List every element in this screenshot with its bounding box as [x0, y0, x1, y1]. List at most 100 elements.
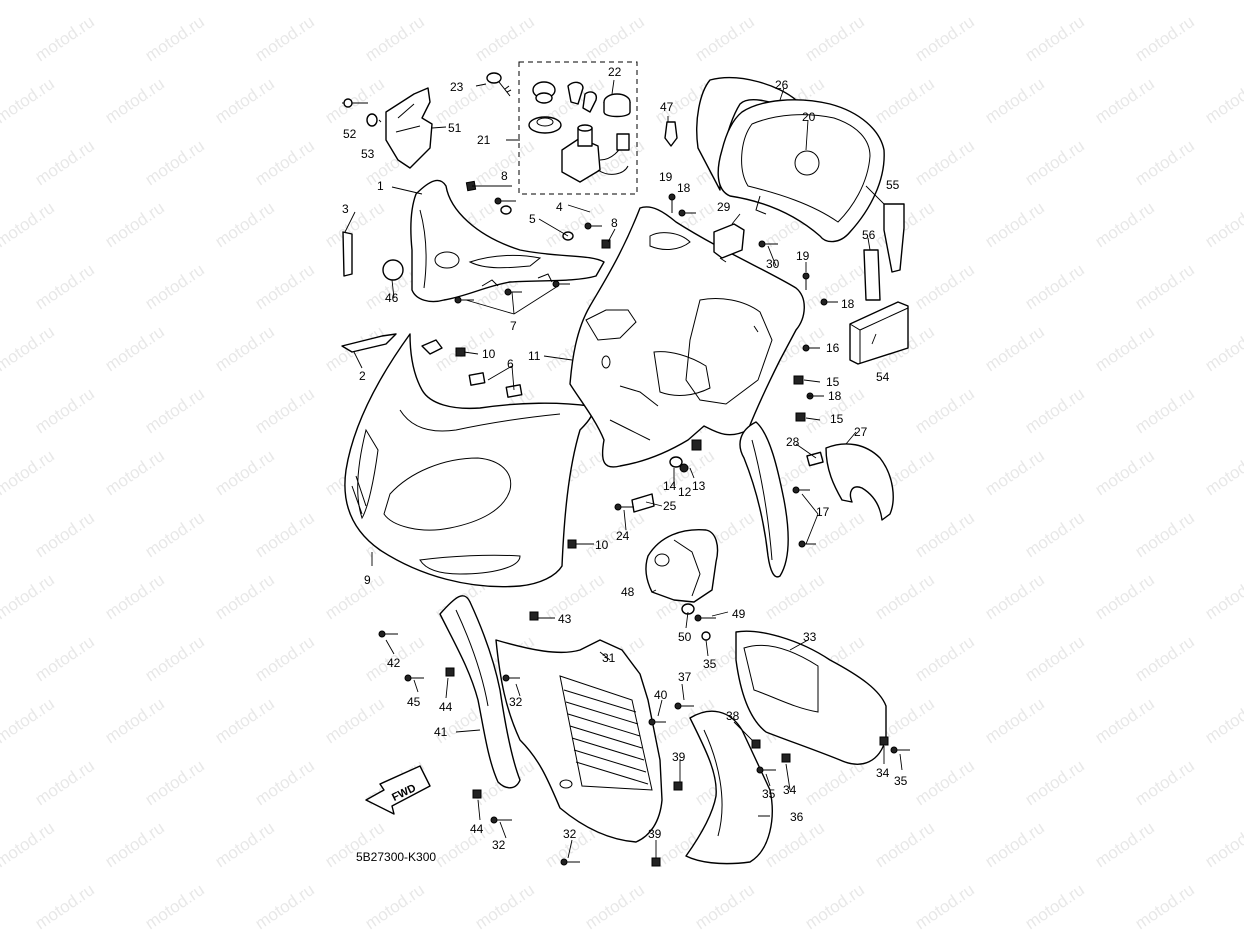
watermark-text: motod.ru: [1022, 260, 1088, 313]
radiator-cover-31: [495, 639, 663, 843]
label-18b: 18: [841, 297, 855, 311]
watermark-text: motod.ru: [142, 384, 208, 437]
box-lid-26: [696, 76, 885, 243]
watermark-text: motod.ru: [0, 694, 58, 747]
watermark-text: motod.ru: [212, 446, 278, 499]
watermark-text: motod.ru: [1022, 632, 1088, 685]
watermark-text: motod.ru: [142, 756, 208, 809]
watermark-text: motod.ru: [982, 0, 1048, 3]
watermark-text: motod.ru: [322, 74, 388, 127]
watermark-text: motod.ru: [252, 384, 318, 437]
watermark-text: motod.ru: [32, 12, 98, 65]
watermark-text: motod.ru: [982, 694, 1048, 747]
watermark-text: motod.ru: [542, 198, 608, 251]
label-54: 54: [876, 370, 890, 384]
label-50: 50: [678, 630, 692, 644]
watermark-text: motod.ru: [102, 446, 168, 499]
watermark-text: motod.ru: [1022, 384, 1088, 437]
label-21: 21: [477, 133, 491, 147]
watermark-text: motod.ru: [912, 632, 978, 685]
watermark-text: motod.ru: [212, 74, 278, 127]
watermark-text: motod.ru: [872, 74, 938, 127]
label-15a: 15: [826, 375, 840, 389]
watermark-text: motod.ru: [1092, 0, 1158, 3]
watermark-text: motod.ru: [1092, 322, 1158, 375]
watermark-text: motod.ru: [32, 756, 98, 809]
watermark-text: motod.ru: [252, 260, 318, 313]
watermark-text: motod.ru: [252, 880, 318, 933]
label-42: 42: [387, 656, 401, 670]
watermark-text: motod.ru: [32, 632, 98, 685]
watermark-text: motod.ru: [1132, 508, 1198, 561]
key-set-group: [486, 61, 638, 195]
watermark-text: motod.ru: [1132, 880, 1198, 933]
watermark-text: motod.ru: [1022, 12, 1088, 65]
watermark-text: motod.ru: [0, 570, 58, 623]
watermark-text: motod.ru: [542, 0, 608, 3]
watermark-text: motod.ru: [252, 756, 318, 809]
watermark-text: motod.ru: [1092, 694, 1158, 747]
watermark-text: motod.ru: [0, 818, 58, 871]
watermark-text: motod.ru: [142, 632, 208, 685]
label-19a: 19: [659, 170, 673, 184]
trim-2: [341, 333, 397, 353]
label-55: 55: [886, 178, 900, 192]
watermark-text: motod.ru: [212, 0, 278, 3]
watermark-text: motod.ru: [102, 0, 168, 3]
watermark-text: motod.ru: [692, 12, 758, 65]
watermark-text: motod.ru: [1132, 260, 1198, 313]
label-4: 4: [556, 200, 563, 214]
watermark-text: motod.ru: [32, 384, 98, 437]
label-34a: 34: [783, 783, 797, 797]
side-cover-36: [685, 710, 773, 865]
watermark-text: motod.ru: [432, 818, 498, 871]
watermark-text: motod.ru: [982, 198, 1048, 251]
watermark-text: motod.ru: [432, 74, 498, 127]
watermark-text: motod.ru: [1202, 694, 1244, 747]
lens-3: [342, 231, 353, 277]
watermark-text: motod.ru: [142, 508, 208, 561]
watermark-text: motod.ru: [472, 12, 538, 65]
cap-46: [382, 259, 404, 281]
watermark-text: motod.ru: [142, 12, 208, 65]
pocket-27: [825, 443, 894, 521]
label-33: 33: [803, 630, 817, 644]
watermark-text: motod.ru: [1202, 322, 1244, 375]
label-47: 47: [660, 100, 674, 114]
label-53: 53: [361, 147, 375, 161]
label-45: 45: [407, 695, 421, 709]
label-8a: 8: [501, 169, 508, 183]
watermark-text: motod.ru: [212, 694, 278, 747]
label-19b: 19: [796, 249, 810, 263]
watermark-text: motod.ru: [0, 74, 58, 127]
label-51: 51: [448, 121, 462, 135]
watermark-text: motod.ru: [0, 0, 58, 3]
watermark-text: motod.ru: [1132, 136, 1198, 189]
label-16: 16: [826, 341, 840, 355]
watermark-text: motod.ru: [1092, 818, 1158, 871]
label-5: 5: [529, 212, 536, 226]
label-52: 52: [343, 127, 357, 141]
screws-group: [378, 193, 910, 866]
part-number-labels: 1 2 3 4 5 6 7 8 8 9 10 10 11 12 13 14 15…: [342, 65, 908, 852]
watermark-text: motod.ru: [1202, 570, 1244, 623]
watermark-text: motod.ru: [872, 198, 938, 251]
watermark-text: motod.ru: [0, 322, 58, 375]
bracket-48: [645, 529, 719, 603]
label-3: 3: [342, 202, 349, 216]
watermark-text: motod.ru: [212, 322, 278, 375]
watermark-text: motod.ru: [212, 198, 278, 251]
label-25: 25: [663, 499, 677, 513]
watermark-text: motod.ru: [912, 136, 978, 189]
label-32c: 32: [563, 827, 577, 841]
watermark-text: motod.ru: [362, 880, 428, 933]
label-46: 46: [385, 291, 399, 305]
watermark-text: motod.ru: [252, 632, 318, 685]
watermark-text: motod.ru: [252, 136, 318, 189]
label-6: 6: [507, 357, 514, 371]
watermark-text: motod.ru: [912, 384, 978, 437]
inner-panel-1: [410, 179, 605, 303]
label-32b: 32: [492, 838, 506, 852]
label-37: 37: [678, 670, 692, 684]
diagram-code: 5B27300-K300: [356, 850, 436, 864]
